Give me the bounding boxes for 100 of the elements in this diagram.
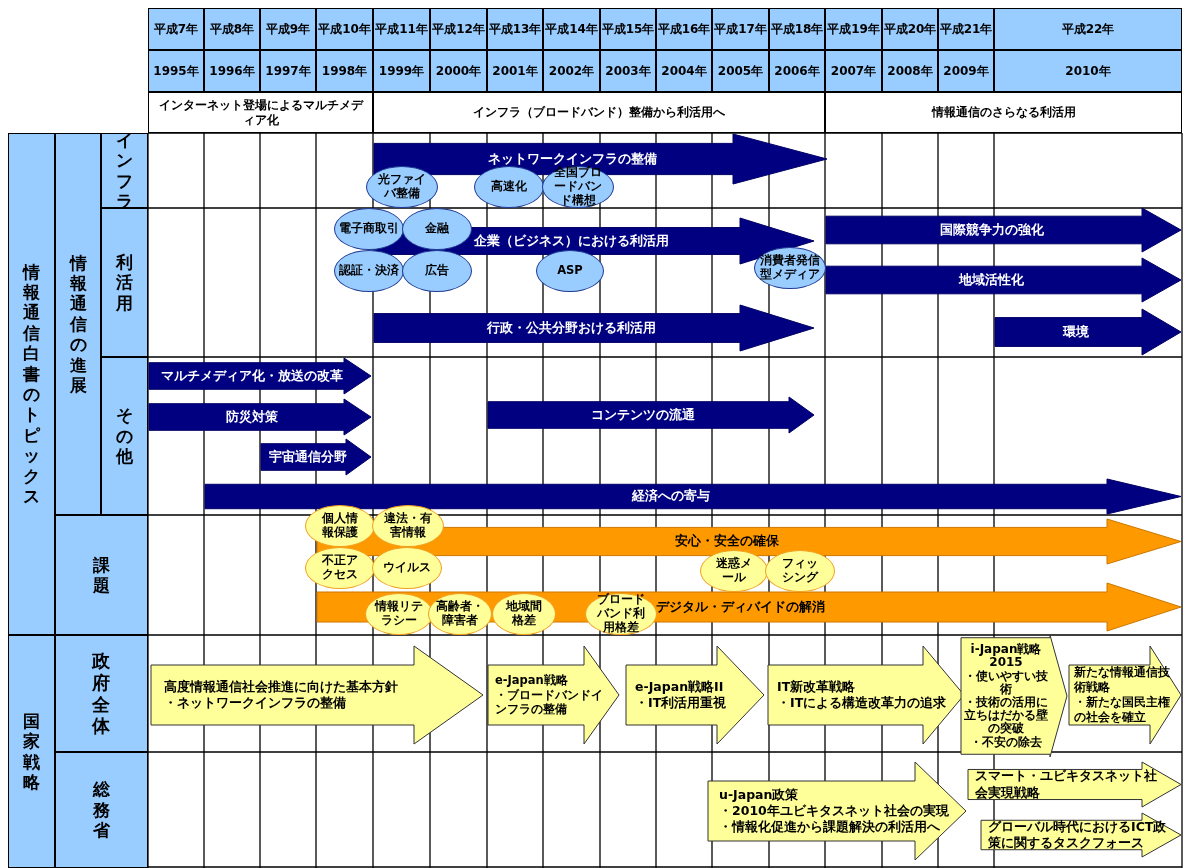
era-cell: インターネット登場によるマルチメディア化 <box>148 92 373 133</box>
timeline-band <box>487 645 620 745</box>
timeline-band <box>1068 645 1182 745</box>
arrow-label: e-Japan戦略 <box>495 672 568 688</box>
topic-ellipse: 電子商取引 <box>334 208 404 250</box>
bullet-text: ・ITによる構造改革力の追求 <box>777 695 947 712</box>
timeline-band <box>707 761 967 861</box>
topic-ellipse: 迷惑メール <box>700 550 768 592</box>
arrow-label: 国際競争力の強化 <box>939 221 1044 239</box>
year-cell: 平成10年 <box>316 8 373 50</box>
year-cell: 1998年 <box>316 50 373 92</box>
era-cell: 情報通信のさらなる利活用 <box>825 92 1182 133</box>
year-cell: 2004年 <box>656 50 712 92</box>
bullet-text: ・不安の除去 <box>970 735 1042 749</box>
arrow-label: 安心・安全の確保 <box>674 533 779 550</box>
timeline-band <box>980 812 1182 858</box>
year-cell: 平成18年 <box>769 8 825 50</box>
arrow-label: e-Japan戦略II <box>635 678 724 695</box>
bullet-text: ・技術の活用に立ちはだかる壁の突破 <box>963 696 1049 736</box>
timeline-band <box>373 304 815 352</box>
year-cell: 1996年 <box>204 50 260 92</box>
year-cell: 1999年 <box>373 50 430 92</box>
timeline-band <box>825 257 1182 303</box>
timeline-band <box>487 396 815 434</box>
arrow-label: u-Japan政策 <box>719 786 799 803</box>
year-cell: 平成19年 <box>825 8 882 50</box>
year-cell: 平成13年 <box>487 8 543 50</box>
topic-ellipse: 認証・決済 <box>334 250 404 292</box>
year-cell: 平成16年 <box>656 8 712 50</box>
topic-ellipse: 広告 <box>402 250 472 292</box>
year-cell: 2001年 <box>487 50 543 92</box>
timeline-band <box>960 634 1068 758</box>
bullet-text: ・2010年ユビキタスネット社会の実現 <box>719 802 949 820</box>
topic-ellipse: フィッシング <box>765 550 835 592</box>
arrow-label: 高度情報通信社会推進に向けた基本方針 <box>164 678 398 695</box>
timeline-band <box>148 398 372 436</box>
arrow-label: スマート・ユビキタスネット社会実現戦略 <box>975 768 1158 801</box>
arrow-label: 企業（ビジネス）における利活用 <box>474 232 669 250</box>
year-cell: 平成21年 <box>938 8 994 50</box>
year-cell: 平成14年 <box>543 8 600 50</box>
row-header-cell: 情報通信の進展 <box>55 133 101 515</box>
year-cell: 2003年 <box>600 50 656 92</box>
topic-ellipse: 全国ブロードバンド構想 <box>542 166 614 208</box>
arrow-label: コンテンツの流通 <box>591 406 696 424</box>
year-cell: 平成20年 <box>882 8 938 50</box>
arrow-label: 環境 <box>1063 323 1089 341</box>
arrow-label: i-Japan戦略2015 <box>969 643 1043 670</box>
timeline-band <box>148 357 372 395</box>
timeline-band <box>994 308 1182 356</box>
arrow-label: 防災対策 <box>225 408 278 426</box>
year-cell: 1997年 <box>260 50 316 92</box>
year-cell: 1995年 <box>148 50 204 92</box>
bullet-text: ・使いやすい技術 <box>963 669 1049 696</box>
topic-ellipse: 不正アクセス <box>305 547 375 589</box>
year-cell: 2009年 <box>938 50 994 92</box>
year-cell: 平成12年 <box>430 8 487 50</box>
year-cell: 平成9年 <box>260 8 316 50</box>
arrow-label: 経済への寄与 <box>631 488 710 505</box>
row-header-cell: 課題 <box>55 515 148 635</box>
year-cell: 2008年 <box>882 50 938 92</box>
arrow-label: 新たな情報通信技術戦略 <box>1074 665 1171 695</box>
arrow-label: グローバル時代におけるICT政策に関するタスクフォース <box>988 818 1168 852</box>
timeline-band <box>150 645 484 745</box>
arrow-label: デジタル・ディバイドの解消 <box>656 598 825 616</box>
year-cell: 2000年 <box>430 50 487 92</box>
bullet-text: ・ブロードバンドインフラの整備 <box>495 687 604 718</box>
era-cell: インフラ（ブロードバンド）整備から利活用へ <box>373 92 825 133</box>
year-cell: 平成15年 <box>600 8 656 50</box>
row-header-cell: 国家戦略 <box>8 635 55 868</box>
arrow-label: 行政・公共分野おける利活用 <box>487 319 656 337</box>
year-cell: 2006年 <box>769 50 825 92</box>
arrow-label: 宇宙通信分野 <box>269 448 348 466</box>
row-header-cell: その他 <box>101 357 148 515</box>
bullet-text: ・IT利活用重視 <box>635 695 727 712</box>
topic-ellipse: ASP <box>536 250 604 292</box>
timeline-band <box>825 207 1182 253</box>
bullet-text: ・新たな国民主権の社会を確立 <box>1074 695 1171 725</box>
year-cell: 平成7年 <box>148 8 204 50</box>
topic-ellipse: 消費者発信型メディア <box>754 247 826 289</box>
arrow-label: IT新改革戦略 <box>777 678 856 695</box>
arrow-label: マルチメディア化・放送の改革 <box>160 367 343 385</box>
timeline-band <box>625 645 765 745</box>
arrow-label: 地域活性化 <box>959 271 1024 289</box>
year-cell: 平成17年 <box>712 8 769 50</box>
year-cell: 2005年 <box>712 50 769 92</box>
year-cell: 2002年 <box>543 50 600 92</box>
year-cell: 平成11年 <box>373 8 430 50</box>
year-cell: 平成8年 <box>204 8 260 50</box>
timeline-band <box>260 438 372 476</box>
topic-ellipse: 光ファイバ整備 <box>366 166 438 208</box>
bullet-text: ・ネットワークインフラの整備 <box>164 695 346 712</box>
timeline-band <box>967 761 1182 808</box>
year-cell: 2010年 <box>994 50 1182 92</box>
bullet-text: ・情報化促進から課題解決の利活用へ <box>719 819 940 836</box>
row-header-cell: 利活用 <box>101 208 148 357</box>
row-header-cell: 情報通信白書のトピックス <box>8 133 55 635</box>
row-header-cell: 政府全体 <box>55 635 148 752</box>
year-cell: 平成22年 <box>994 8 1182 50</box>
arrow-label: ネットワークインフラの整備 <box>487 150 657 166</box>
row-header-cell: 総務省 <box>55 752 148 868</box>
